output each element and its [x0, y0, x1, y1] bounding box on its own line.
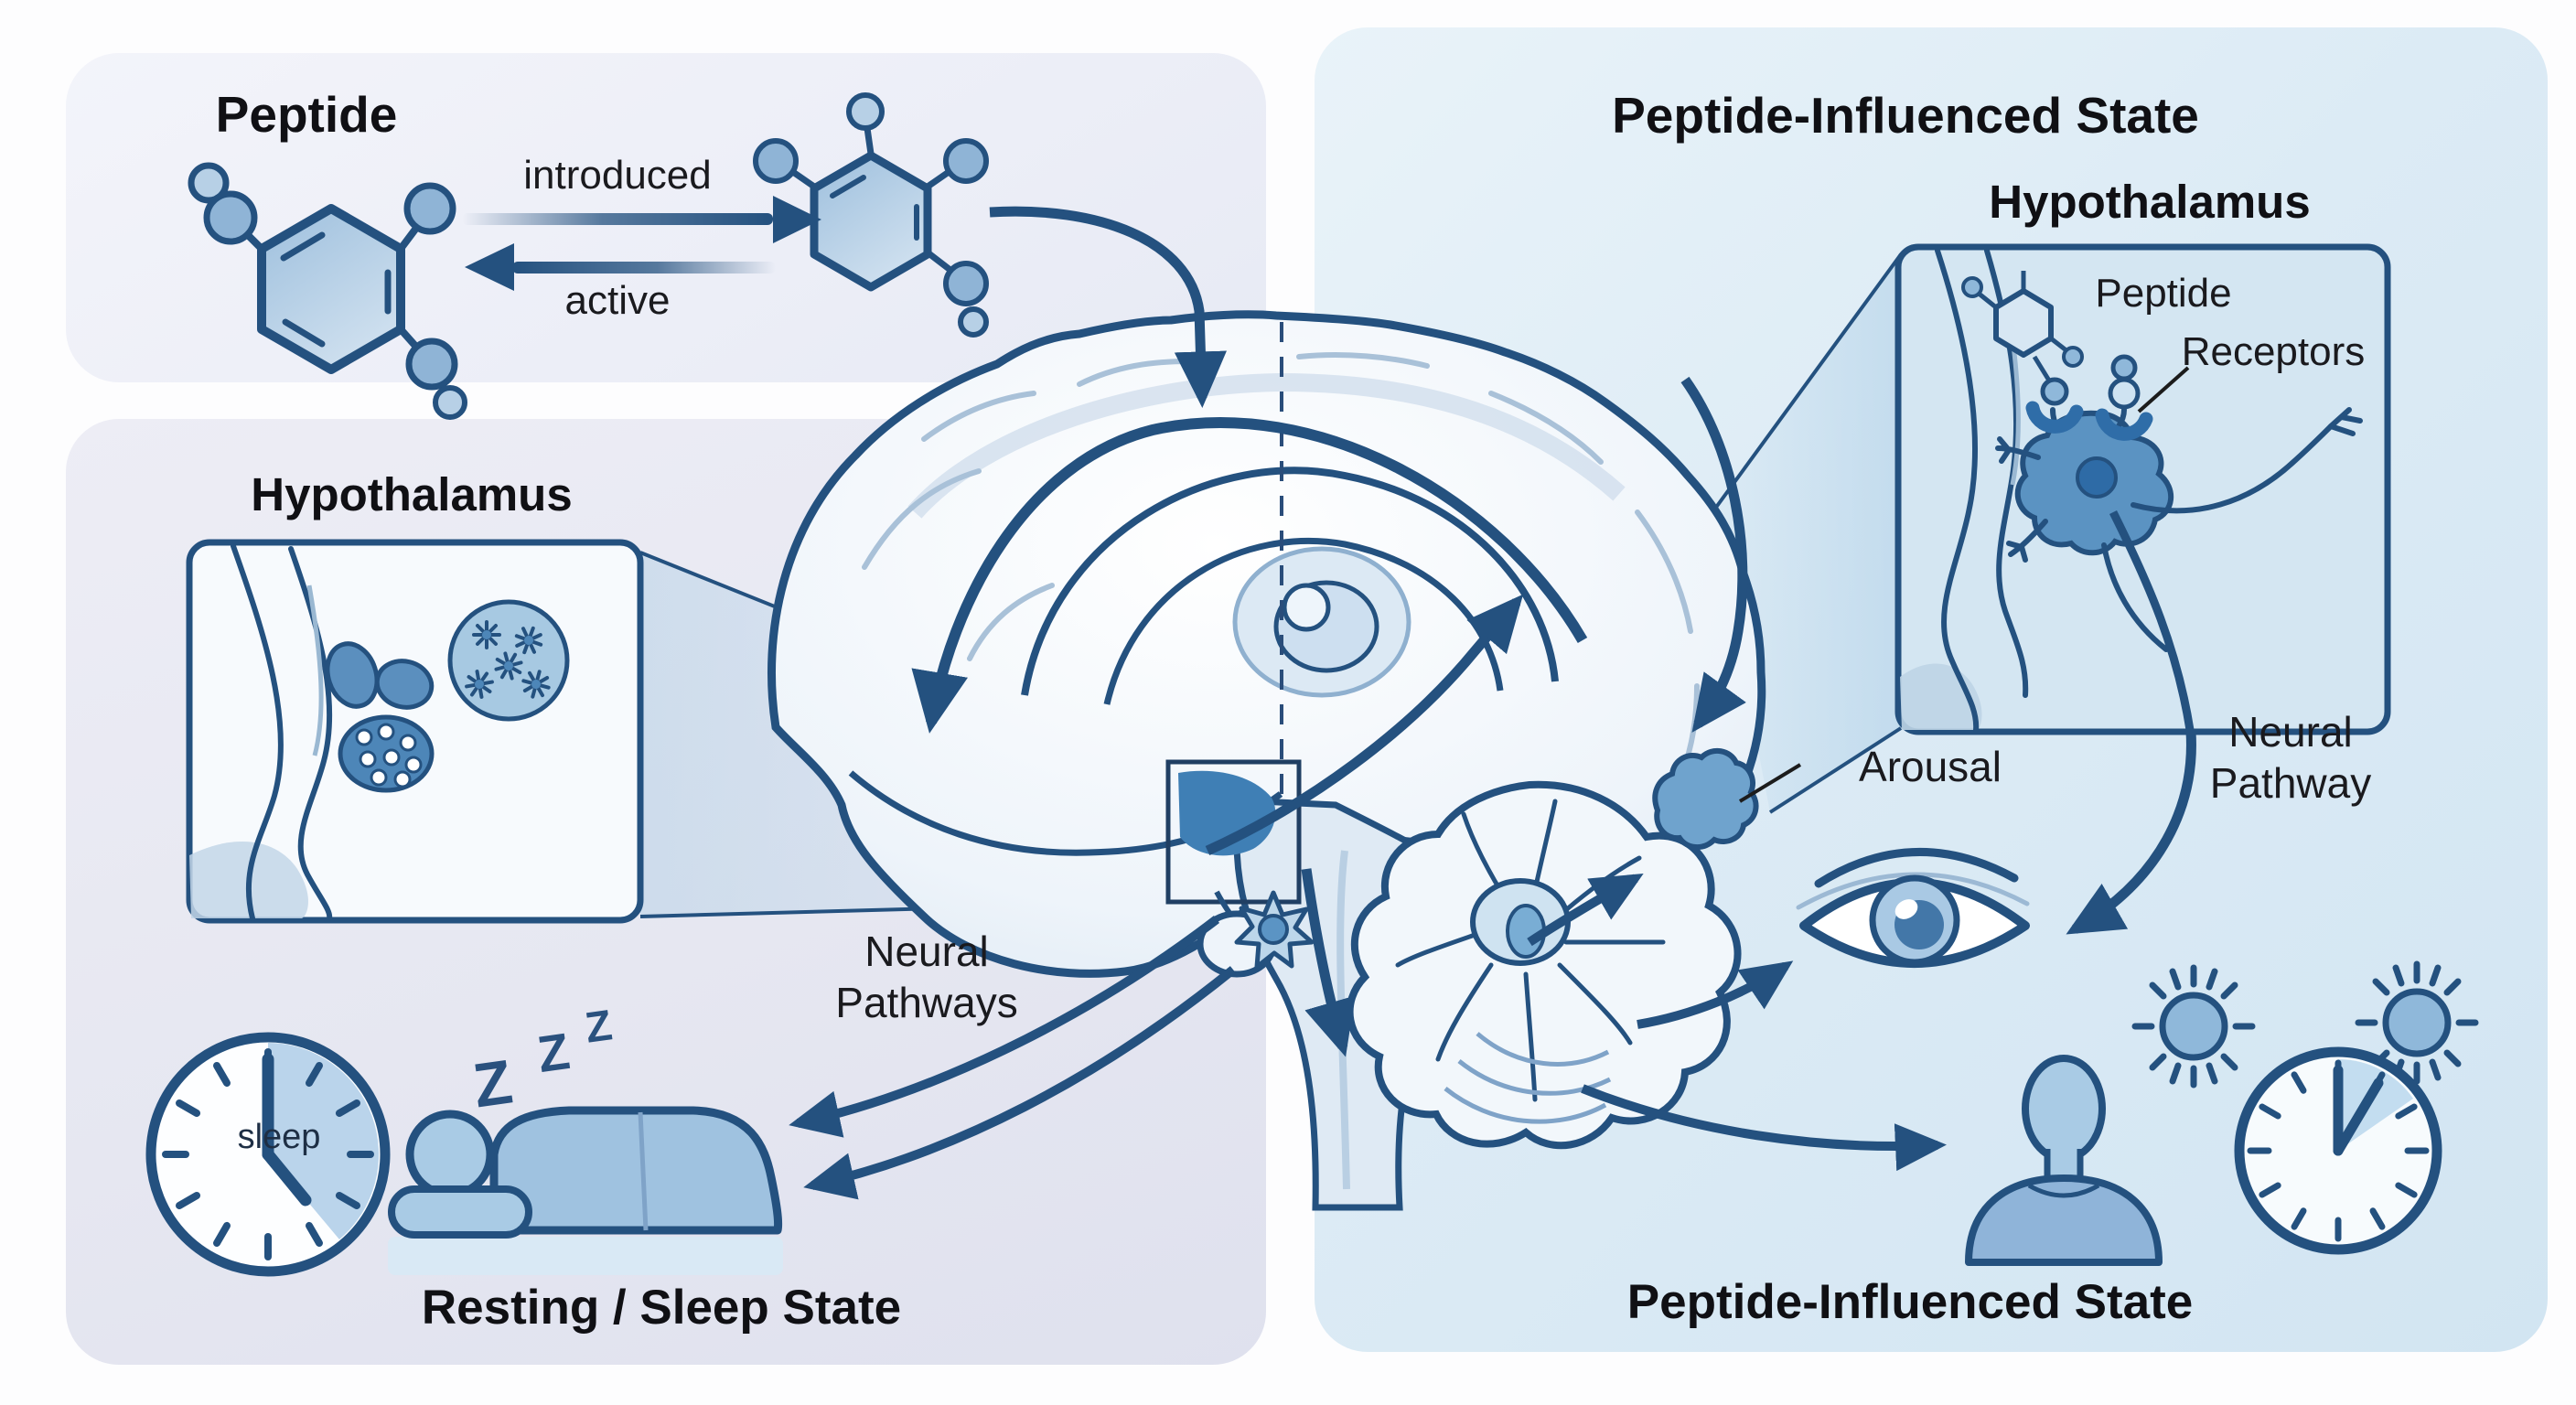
arrow-to-sleeper-2: [803, 966, 1237, 1200]
arrow-to-person: [1581, 1084, 1947, 1172]
hypothalamus-left-title: Hypothalamus: [251, 468, 573, 520]
introduced-arrow-icon: [462, 196, 821, 243]
arrow-to-eye: [1637, 960, 1794, 1029]
hypothalamus-right-title: Hypothalamus: [1989, 176, 2311, 228]
arrow-neural-pathway-to-eye: [2066, 731, 2196, 935]
influenced-panel-title: Peptide-Influenced State: [1612, 87, 2199, 144]
molecule-active-icon: [753, 92, 989, 338]
brain-illustration: [767, 310, 1766, 1211]
introduced-arrow-label: introduced: [523, 153, 712, 198]
neuron-star-icon: [1234, 890, 1315, 970]
arousal-label: Arousal: [1859, 743, 2002, 790]
arrow-peptide-to-brain: [989, 206, 1227, 408]
person-icon: [1965, 1055, 2163, 1266]
hypothalamus-zoom-box: [1165, 759, 1302, 905]
molecule-icon: [188, 162, 467, 420]
pathway-arrows: [789, 206, 2196, 1200]
granule-nucleus: [338, 714, 435, 793]
arrow-brainstem-down: [1301, 868, 1356, 1057]
nucleus-oval-2: [374, 659, 435, 710]
hypothalamus-inset-right: [1894, 243, 2391, 735]
sleep-clock-label: sleep: [237, 1118, 321, 1156]
sleeping-person-icon: [388, 1106, 783, 1275]
neuron-icon: [1995, 407, 2363, 731]
receptors-leader-line: [2137, 366, 2190, 413]
active-arrow-icon: [465, 243, 776, 291]
peptide-panel-title: Peptide: [215, 86, 398, 143]
resting-state-label: Resting / Sleep State: [421, 1281, 902, 1335]
arousal-leader-line: [1738, 763, 1802, 803]
arrow-cerebellum-to-arousal: [1527, 873, 1644, 947]
eye-icon: [1796, 848, 2030, 968]
arrow-to-sleeper-1: [789, 916, 1220, 1138]
sun-icon: [2135, 968, 2252, 1085]
arousal-nucleus: [1652, 747, 1759, 850]
active-arrow-label: active: [564, 278, 671, 323]
neural-pathways-label: Neural Pathways: [835, 928, 1018, 1027]
hypothalamus-inset-left: [186, 539, 644, 924]
neural-pathway-label: Neural Pathway: [2209, 708, 2372, 808]
arrow-cortex-to-arousal: [1680, 376, 1748, 733]
receptor-icon: [2025, 401, 2153, 441]
neuron-cluster-circle: [447, 599, 570, 722]
inset-receptors-label: Receptors: [2181, 329, 2366, 374]
sleep-clock-icon: [145, 1032, 391, 1277]
inset-peptide-label: Peptide: [2095, 271, 2232, 316]
arrow-cortex-loop: [911, 417, 1588, 734]
day-clock-icon: [2234, 1046, 2442, 1255]
arrow-hypothalamus-to-cortex: [1205, 594, 1524, 856]
influenced-state-label: Peptide-Influenced State: [1626, 1275, 2194, 1329]
peptide-ligand-icon: [1961, 271, 2141, 410]
nucleus-oval-1: [325, 641, 380, 709]
